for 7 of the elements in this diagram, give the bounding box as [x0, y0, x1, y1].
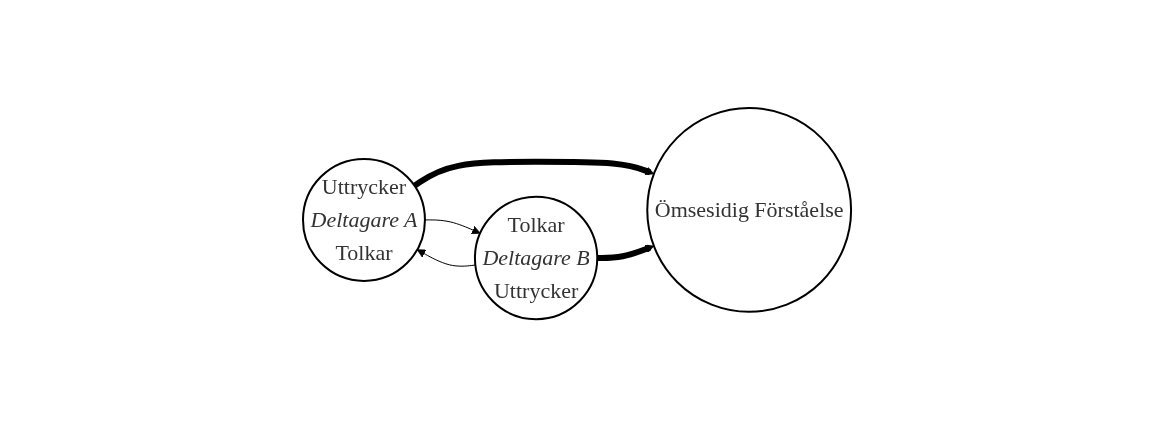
node-circle: Ömsesidig Förståelse [646, 107, 853, 314]
node-circle: Uttrycker Deltagare A Tolkar [301, 158, 426, 283]
arrow [412, 159, 655, 189]
arrow [597, 245, 655, 262]
arrow [424, 219, 481, 235]
arrow [416, 249, 476, 268]
node-circle: Tolkar Deltagare B Uttrycker [473, 196, 599, 321]
